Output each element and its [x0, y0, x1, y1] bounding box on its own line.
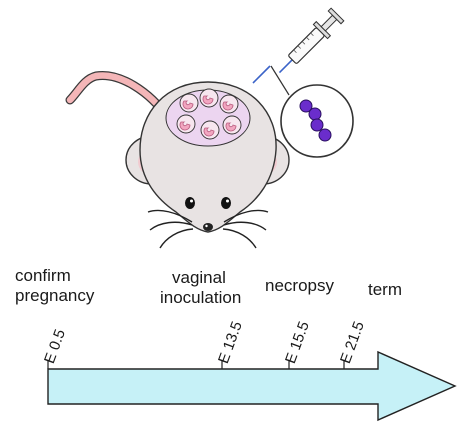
- stage-label-confirm-pregnancy: confirm pregnancy: [15, 266, 95, 305]
- mouse-whiskers: [147, 209, 269, 249]
- syringe-icon: [278, 7, 345, 74]
- timeline-ticks: [47, 361, 345, 369]
- bacteria-chain-icon: [280, 84, 354, 158]
- uterus-with-embryos: [165, 88, 251, 147]
- stage-label-vaginal-inoculation: vaginal inoculation: [160, 268, 242, 307]
- mouse-face: [185, 197, 231, 231]
- stage-label-term: term: [368, 280, 402, 299]
- stage-label-necropsy: necropsy: [265, 276, 334, 295]
- connector-line: [270, 65, 290, 96]
- timeline-arrow: [47, 350, 457, 422]
- needle: [252, 65, 271, 84]
